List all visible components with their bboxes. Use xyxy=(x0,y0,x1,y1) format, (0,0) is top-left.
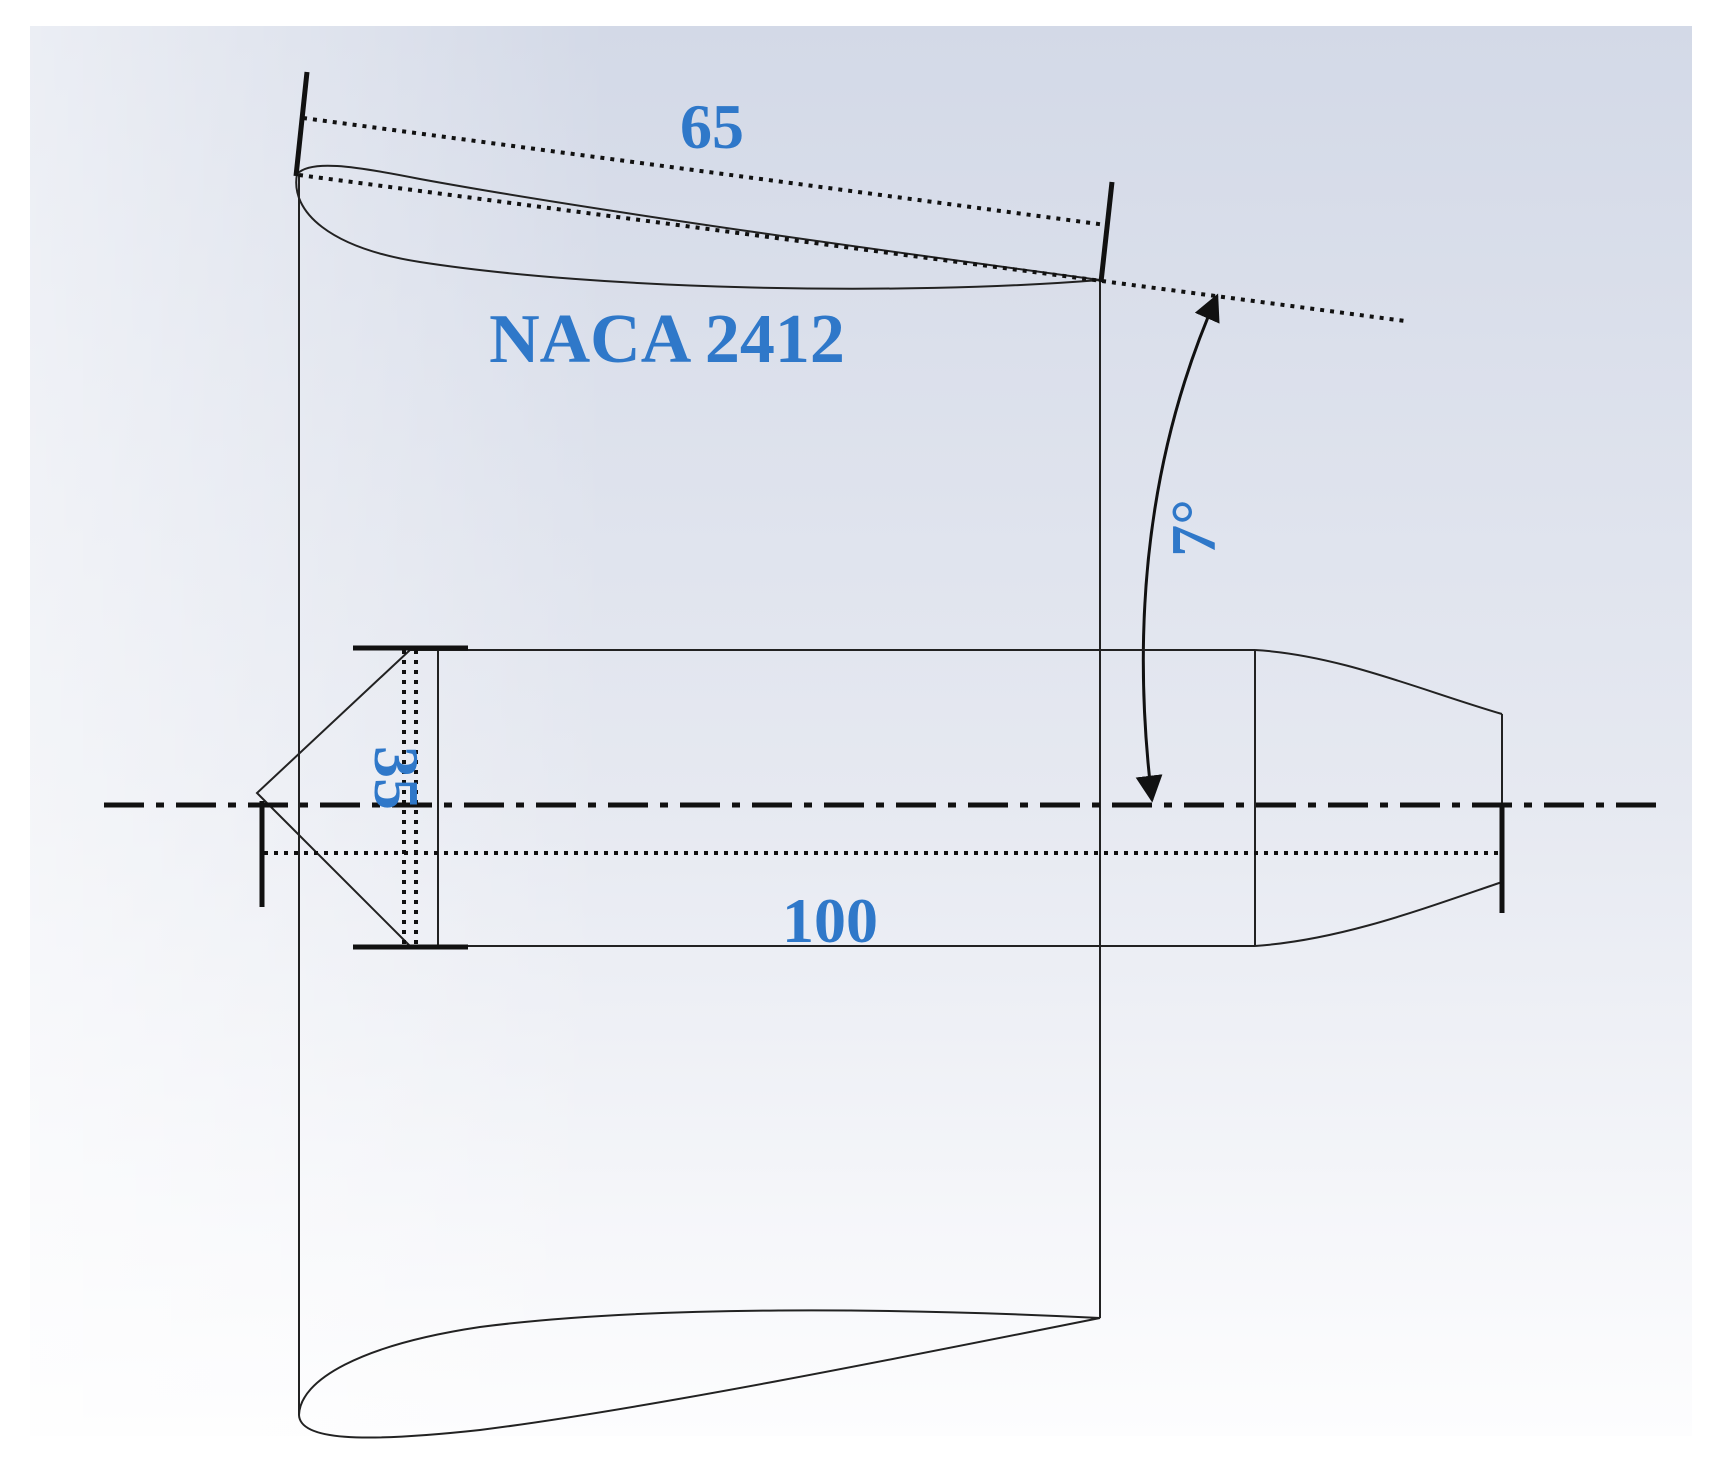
bottom-airfoil-section xyxy=(297,1309,1101,1439)
angle-label: 7° xyxy=(1158,499,1229,557)
tail-cone-top xyxy=(1254,649,1503,715)
airfoil-label: NACA 2412 xyxy=(489,301,845,378)
nose-cone xyxy=(255,649,411,947)
diameter-label: 35 xyxy=(361,746,432,810)
angle-dimension: 7° xyxy=(1135,293,1229,803)
fuselage-outline xyxy=(255,649,1503,947)
angle-arc xyxy=(1135,293,1220,803)
wing-outline xyxy=(295,164,1101,1439)
chord-dimension: 65 xyxy=(293,71,1406,323)
diameter-dimension: 35 xyxy=(353,645,468,950)
chord-label: 65 xyxy=(680,91,744,162)
tail-cone-bottom xyxy=(1254,881,1503,947)
chord-extension-left xyxy=(293,71,310,177)
background-side-fade xyxy=(30,26,1692,1436)
length-dimension: 100 xyxy=(259,801,1505,956)
length-label: 100 xyxy=(782,885,878,956)
chord-extension-right xyxy=(1098,181,1115,283)
